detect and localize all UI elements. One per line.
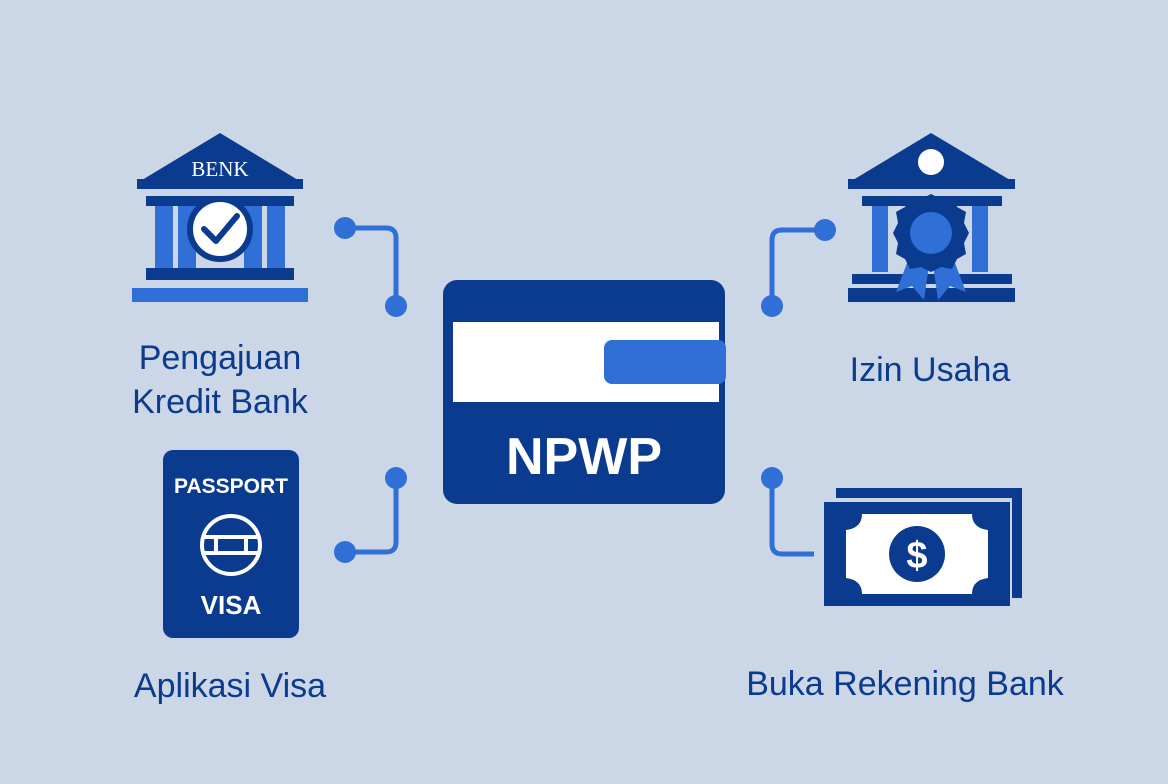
bank-check-icon: BENK	[132, 133, 308, 302]
label-buka-rekening-bank: Buka Rekening Bank	[746, 665, 1064, 703]
connector-kredit	[345, 225, 399, 306]
connector-dot	[814, 219, 836, 241]
connector-dot	[761, 295, 783, 317]
passport-bottom-text: VISA	[201, 590, 262, 620]
connector-dot	[385, 295, 407, 317]
passport-top-text: PASSPORT	[174, 475, 288, 498]
connector-dot	[385, 467, 407, 489]
connector-dot	[334, 541, 356, 563]
connector-dot	[334, 217, 356, 239]
connector-buka	[769, 478, 814, 557]
label-izin-usaha: Izin Usaha	[849, 351, 1011, 389]
npwp-title: NPWP	[506, 428, 662, 486]
npwp-card: NPWP	[443, 280, 726, 504]
label-line: Pengajuan	[138, 339, 302, 377]
connector-izin	[769, 227, 825, 306]
connector-visa	[345, 478, 399, 555]
label-pengajuan-kredit-bank: Pengajuan Kredit Bank	[100, 336, 340, 424]
banknote-icon: $	[824, 488, 1022, 606]
passport-icon: PASSPORT VISA	[163, 450, 299, 638]
dollar-symbol: $	[906, 535, 927, 577]
bank-icon-text: BENK	[191, 157, 248, 181]
label-aplikasi-visa: Aplikasi Visa	[133, 667, 327, 705]
bank-award-icon	[848, 133, 1015, 302]
connector-dot	[761, 467, 783, 489]
label-line: Kredit Bank	[132, 383, 308, 421]
